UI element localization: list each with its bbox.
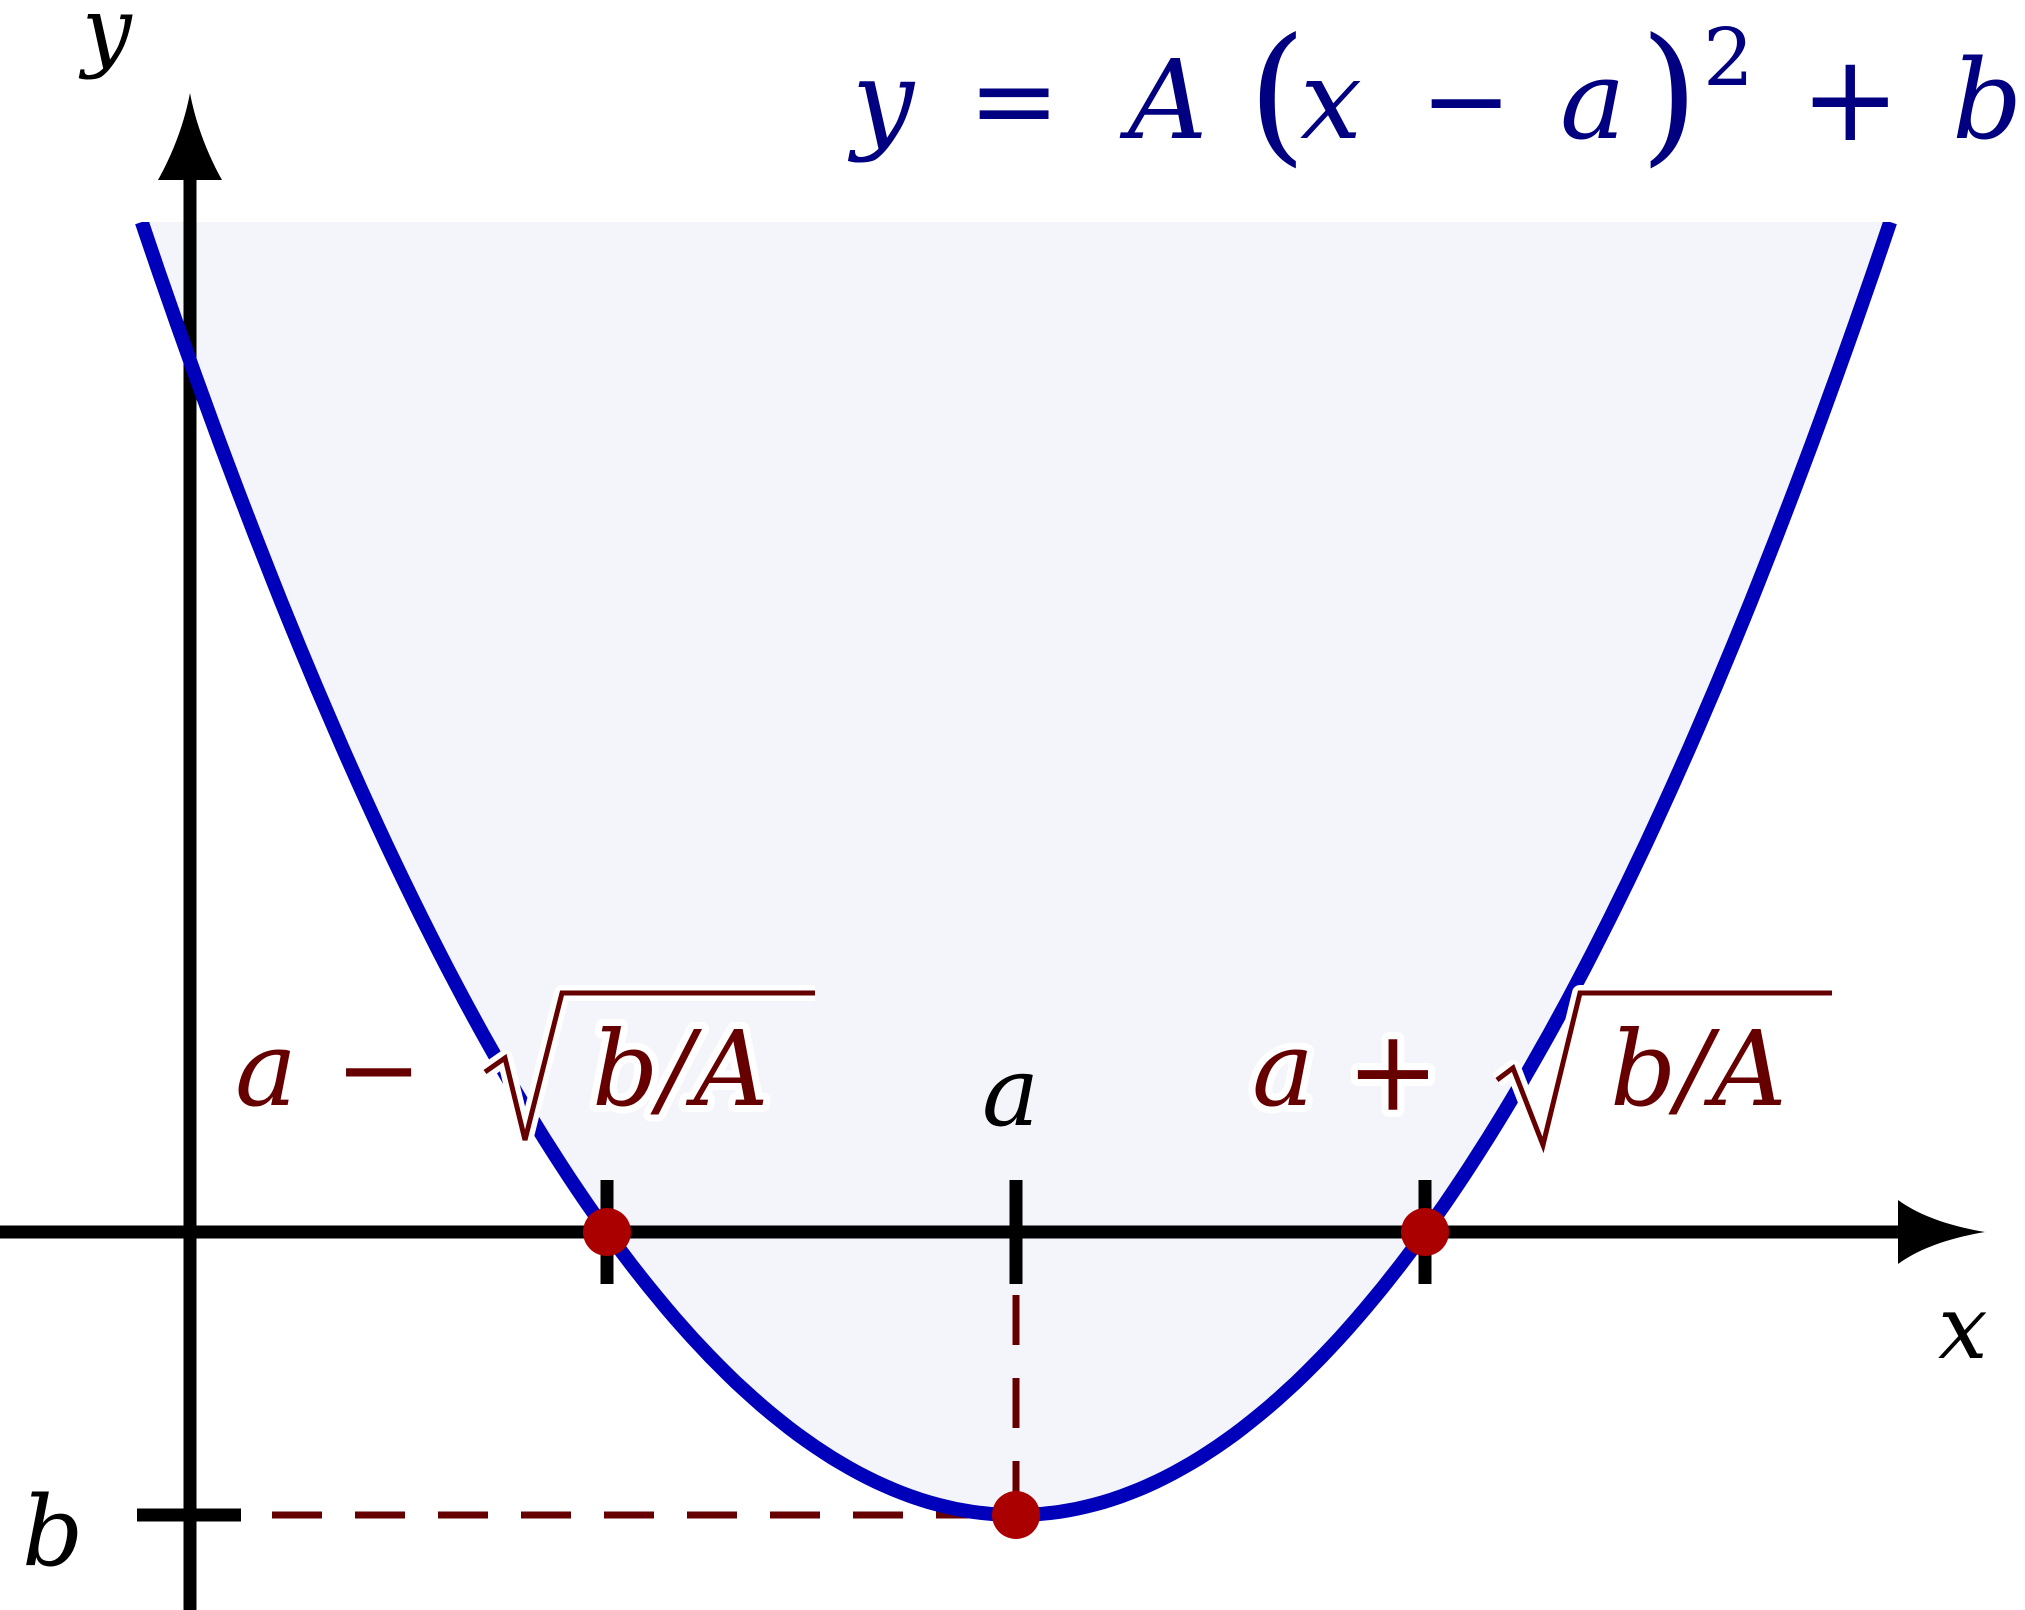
eq-offset: b bbox=[1952, 36, 2022, 164]
eq-open-paren: ( bbox=[1248, 7, 1307, 181]
label-a: a bbox=[235, 1008, 297, 1130]
eq-equals: = bbox=[968, 36, 1060, 164]
eq-shift: a bbox=[1560, 36, 1626, 164]
label-a: a bbox=[1252, 1008, 1314, 1130]
vertex-point bbox=[992, 1491, 1040, 1539]
eq-exponent: 2 bbox=[1703, 11, 1754, 104]
eq-var: x bbox=[1300, 36, 1362, 164]
eq-coef: A bbox=[1119, 36, 1207, 164]
equation-title: y = A ( x − a ) 2 + b bbox=[847, 7, 2022, 181]
sqrt-radical-icon bbox=[483, 990, 815, 1141]
eq-plus: + bbox=[1800, 30, 1901, 169]
x-tick-label-left-root: a − b/A bbox=[228, 985, 815, 1148]
label-plus: + bbox=[1346, 1007, 1440, 1137]
x-tick-label-vertex: a bbox=[982, 1036, 1039, 1148]
y-axis-arrow-icon bbox=[158, 93, 222, 180]
x-axis-label: x bbox=[1938, 1276, 1988, 1379]
left-root-point bbox=[583, 1208, 631, 1256]
eq-lhs: y bbox=[847, 36, 916, 164]
right-root-point bbox=[1401, 1208, 1449, 1256]
x-axis-arrow-icon bbox=[1898, 1200, 1985, 1264]
label-minus: − bbox=[335, 1008, 422, 1130]
eq-close-paren: ) bbox=[1640, 7, 1699, 181]
y-tick-label-b: b bbox=[22, 1476, 83, 1588]
label-radicand: b/A bbox=[1610, 1008, 1787, 1130]
sqrt-radical-icon bbox=[1495, 990, 1832, 1154]
x-tick-label-right-root: a + b/A bbox=[1245, 985, 1832, 1154]
label-radicand: b/A bbox=[592, 1008, 769, 1130]
y-axis-label: y bbox=[78, 0, 133, 81]
eq-minus: − bbox=[1420, 36, 1512, 164]
